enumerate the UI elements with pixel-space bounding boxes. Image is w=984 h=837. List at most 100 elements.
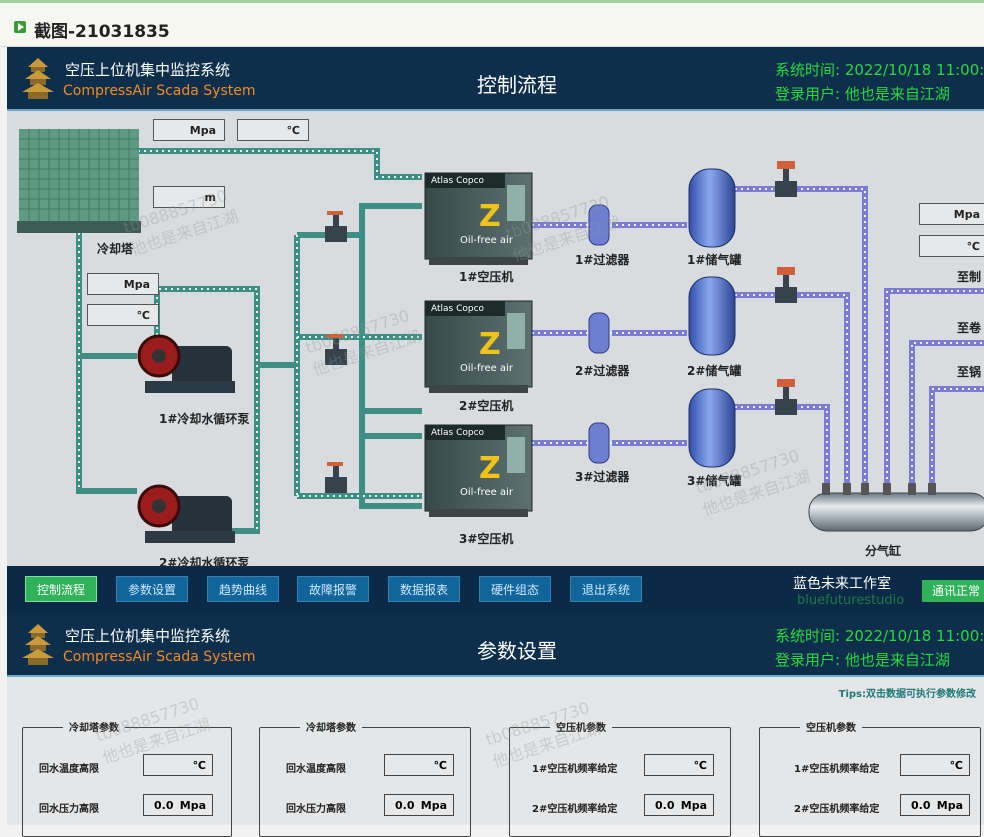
login-user: 登录用户: 他也是来自江湖 xyxy=(775,85,950,103)
window-title: 截图-21031835 xyxy=(34,22,170,42)
param-value-field[interactable]: ℃ xyxy=(143,754,213,776)
tower-level-field[interactable]: m xyxy=(153,186,225,208)
pump-temp-field[interactable]: ℃ xyxy=(87,304,159,326)
compressor-2-icon xyxy=(424,300,533,393)
tank-1-label: 1#储气罐 xyxy=(687,253,742,267)
filter-3-label: 3#过滤器 xyxy=(575,470,630,484)
pump-2-icon xyxy=(137,484,235,543)
nav-hardware-config[interactable]: 硬件组态 xyxy=(479,576,551,602)
group-title: 空压机参数 xyxy=(550,719,612,734)
destination-1-label: 至制 xyxy=(957,270,982,284)
system-time: 系统时间: 2022/10/18 11:00: xyxy=(775,61,984,79)
param-label: 回水温度高限 xyxy=(39,764,99,775)
tank-icons xyxy=(688,168,736,468)
cooling-tower-label: 冷却塔 xyxy=(97,242,134,256)
tips-text: Tips:双击数据可执行参数修改 xyxy=(838,689,976,700)
pump-1-label: 1#冷却水循环泵 xyxy=(159,412,250,426)
comm-status-badge: 通讯正常 xyxy=(922,580,984,602)
control-flow-panel: 空压上位机集中监控系统 CompressAir Scada System 控制流… xyxy=(7,47,984,613)
login-user: 登录用户: 他也是来自江湖 xyxy=(775,651,950,669)
compressor-3-icon xyxy=(424,424,533,517)
group-title: 空压机参数 xyxy=(800,719,862,734)
compressor-3-label: 3#空压机 xyxy=(459,532,514,546)
destination-2-label: 至卷 xyxy=(957,321,982,335)
compressor-1-label: 1#空压机 xyxy=(459,270,514,284)
param-value-field[interactable]: ℃ xyxy=(644,754,714,776)
cooling-tower-icon xyxy=(17,129,141,233)
destination-3-label: 至锅 xyxy=(957,365,982,379)
param-label: 回水温度高限 xyxy=(286,764,346,775)
compressor-1-brand: Atlas Copco xyxy=(431,176,485,186)
nav-exit-system[interactable]: 退出系统 xyxy=(570,576,642,602)
pump-1-icon xyxy=(137,334,235,393)
app-title-en: CompressAir Scada System xyxy=(63,649,256,665)
compressor-3-brand: Atlas Copco xyxy=(431,428,485,438)
compressor-1-icon xyxy=(424,172,533,265)
page-title: 参数设置 xyxy=(477,639,557,663)
pagoda-logo-icon xyxy=(15,621,61,667)
nav-control-flow[interactable]: 控制流程 xyxy=(25,576,97,602)
compressor-2-model: Oil-free air xyxy=(460,363,513,374)
water-pipes xyxy=(76,148,422,534)
compressor-2-label: 2#空压机 xyxy=(459,399,514,413)
compressor-2-brand: Atlas Copco xyxy=(431,304,485,314)
outlet-pressure-field[interactable]: Mpa xyxy=(919,203,984,225)
app-title-cn: 空压上位机集中监控系统 xyxy=(65,61,231,79)
app-header: 空压上位机集中监控系统 CompressAir Scada System 控制流… xyxy=(7,47,984,111)
nav-data-reports[interactable]: 数据报表 xyxy=(388,576,460,602)
param-label: 2#空压机频率给定 xyxy=(794,804,880,815)
manifold-icon xyxy=(808,483,984,532)
nav-bar: 控制流程 参数设置 趋势曲线 故障报警 数据报表 硬件组态 退出系统 蓝色未来工… xyxy=(7,566,984,613)
app-header: 空压上位机集中监控系统 CompressAir Scada System 参数设… xyxy=(7,613,984,677)
play-icon xyxy=(14,21,26,33)
compressor-3-letter: Z xyxy=(479,451,501,486)
filter-2-label: 2#过滤器 xyxy=(575,364,630,378)
param-label: 回水压力高限 xyxy=(286,804,346,815)
param-value-field[interactable]: ℃ xyxy=(384,754,454,776)
process-diagram: Atlas Copco Z Oil-free air Atlas Copco Z… xyxy=(7,111,984,566)
param-value-field[interactable]: ℃ xyxy=(900,754,970,776)
nav-fault-alarms[interactable]: 故障报警 xyxy=(297,576,369,602)
app-title-en: CompressAir Scada System xyxy=(63,83,256,99)
pump-2-label: 2#冷却水循环泵 xyxy=(159,556,250,566)
param-label: 1#空压机频率给定 xyxy=(532,764,618,775)
param-label: 2#空压机频率给定 xyxy=(532,804,618,815)
studio-name-en: bluefuturestudio xyxy=(797,593,905,608)
tank-3-label: 3#储气罐 xyxy=(687,474,742,488)
compressor-2-letter: Z xyxy=(479,327,501,362)
pagoda-logo-icon xyxy=(15,55,61,101)
group-title: 冷却塔参数 xyxy=(300,719,362,734)
tower-temp-field[interactable]: ℃ xyxy=(237,119,309,141)
nav-trend-curves[interactable]: 趋势曲线 xyxy=(207,576,279,602)
process-graphics xyxy=(17,129,984,543)
param-label: 回水压力高限 xyxy=(39,804,99,815)
water-valve-icons xyxy=(325,211,347,493)
manifold-label: 分气缸 xyxy=(865,544,902,558)
compressor-1-model: Oil-free air xyxy=(460,235,513,246)
tank-2-label: 2#储气罐 xyxy=(687,364,742,378)
filter-1-label: 1#过滤器 xyxy=(575,253,630,267)
param-label: 1#空压机频率给定 xyxy=(794,764,880,775)
filter-icons xyxy=(588,204,610,464)
page-title: 控制流程 xyxy=(477,73,557,97)
parameter-settings-panel: 空压上位机集中监控系统 CompressAir Scada System 参数设… xyxy=(7,613,984,837)
compressor-3-model: Oil-free air xyxy=(460,487,513,498)
group-title: 冷却塔参数 xyxy=(63,719,125,734)
studio-name-cn: 蓝色未来工作室 xyxy=(793,576,891,592)
compressor-1-letter: Z xyxy=(479,199,501,234)
system-time: 系统时间: 2022/10/18 11:00: xyxy=(775,627,984,645)
nav-parameter-settings[interactable]: 参数设置 xyxy=(116,576,188,602)
outlet-temp-field[interactable]: ℃ xyxy=(919,235,984,257)
app-title-cn: 空压上位机集中监控系统 xyxy=(65,627,231,645)
air-valve-icons xyxy=(775,161,797,415)
window-title-bar: 截图-21031835 xyxy=(0,0,984,47)
pump-pressure-field[interactable]: Mpa xyxy=(87,273,159,295)
tower-pressure-field[interactable]: Mpa xyxy=(153,119,225,141)
